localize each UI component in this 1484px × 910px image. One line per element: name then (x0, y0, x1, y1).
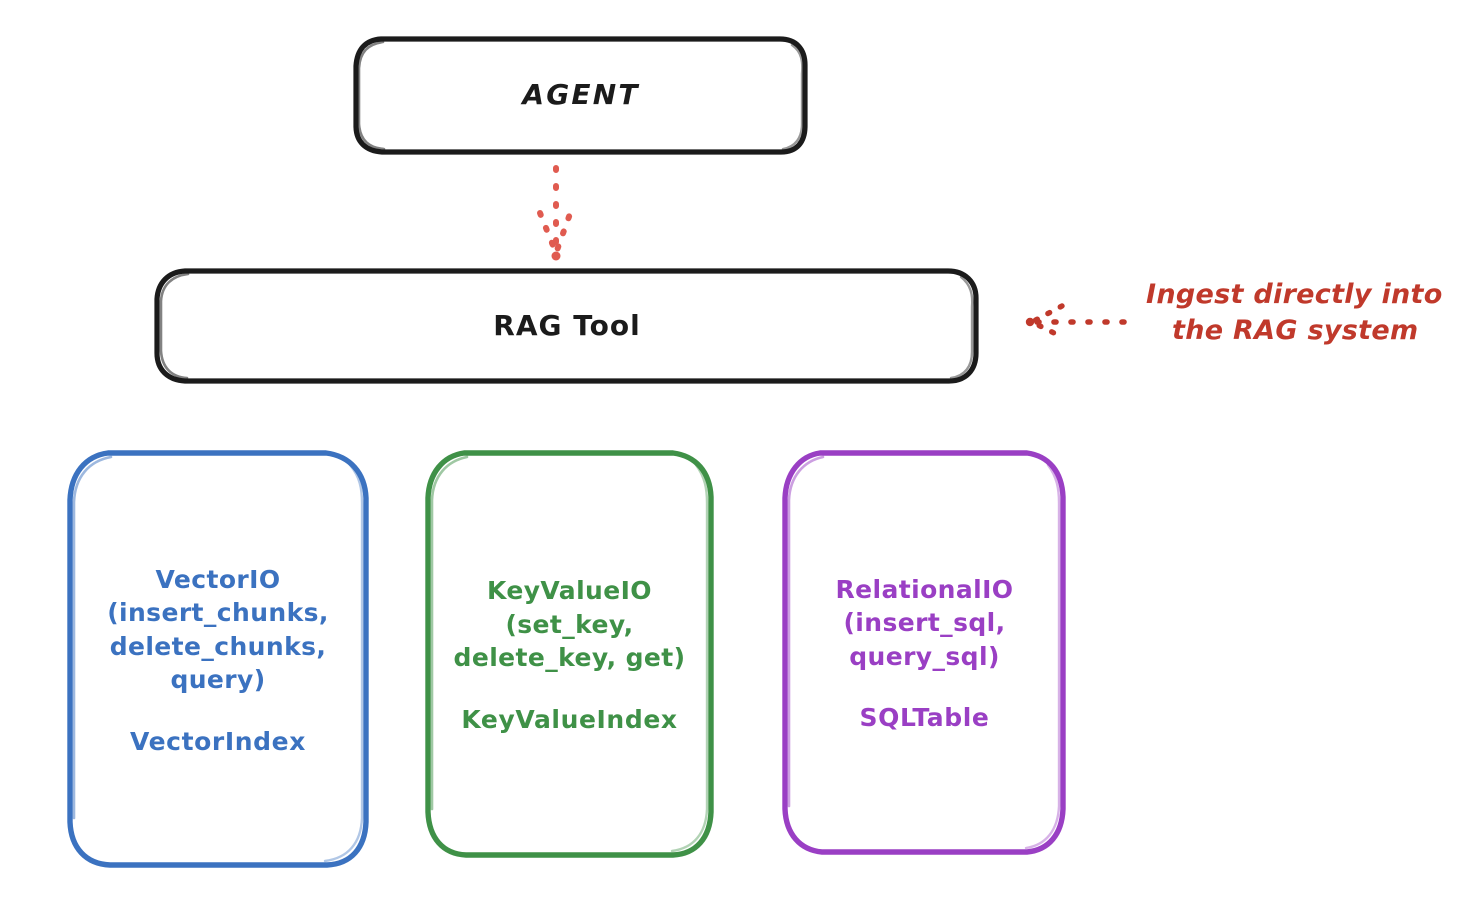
ingest-annotation-line-2: the RAG system (1172, 314, 1419, 346)
vector-io-label: VectorIO (insert_chunks, delete_chunks, … (107, 564, 329, 695)
ingest-annotation: Ingest directly into the RAG system (1146, 277, 1476, 348)
ingest-to-rag-tool-arrow (1025, 303, 1127, 340)
rag-tool-node[interactable]: RAG Tool (157, 270, 977, 382)
agent-to-rag-tool-arrow (537, 165, 574, 261)
key-value-io-box-outline (425, 450, 714, 858)
key-value-io-sublabel: KeyValueIndex (461, 704, 678, 734)
agent-box-outline (353, 36, 808, 155)
key-value-io-node[interactable]: KeyValueIO (set_key, delete_key, get) Ke… (428, 452, 711, 856)
vector-io-box-outline (67, 450, 369, 868)
relational-io-node[interactable]: RelationalIO (insert_sql, query_sql) SQL… (785, 452, 1064, 853)
vector-io-node[interactable]: VectorIO (insert_chunks, delete_chunks, … (70, 452, 366, 866)
rag-tool-box-outline (154, 268, 979, 384)
relational-io-label: RelationalIO (insert_sql, query_sql) (835, 574, 1014, 671)
relational-io-sublabel: SQLTable (859, 703, 990, 733)
agent-label: AGENT (522, 78, 640, 112)
vector-io-sublabel: VectorIndex (130, 726, 306, 756)
relational-io-box-outline (782, 450, 1066, 855)
ingest-annotation-line-1: Ingest directly into (1146, 279, 1443, 310)
agent-node[interactable]: AGENT (356, 38, 806, 153)
key-value-io-label: KeyValueIO (set_key, delete_key, get) (453, 576, 686, 673)
rag-tool-label: RAG Tool (493, 308, 641, 342)
